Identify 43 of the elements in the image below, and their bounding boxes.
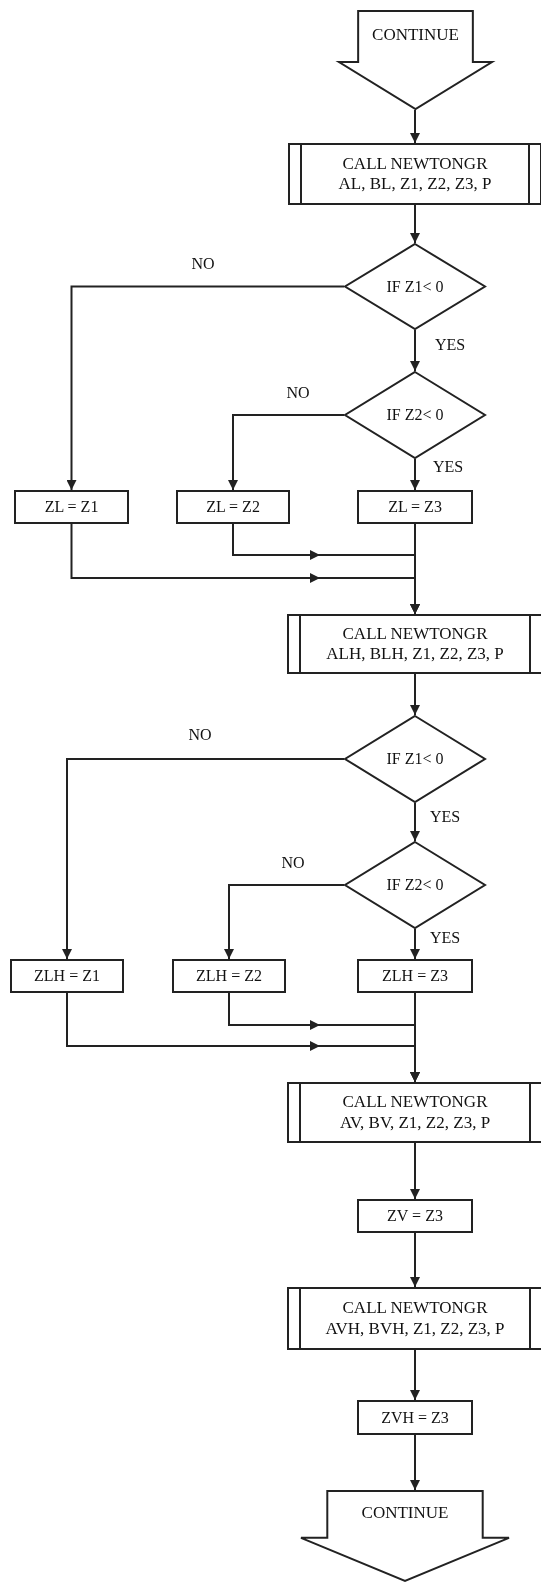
process-box: ZL = Z2 [176, 490, 290, 524]
predefined-process-box [287, 614, 541, 674]
predefined-process-box [288, 143, 541, 205]
process-text: CALL NEWTONGR [342, 623, 488, 644]
flow-arrow [410, 928, 420, 960]
predefined-process-box [287, 1082, 541, 1143]
flow-arrow [410, 1349, 420, 1401]
decision-text: IF Z2< 0 [386, 875, 444, 895]
flow-arrow [410, 329, 420, 372]
flow-arrow [410, 204, 420, 244]
flow-arrow [410, 1142, 420, 1200]
process-box: ZLH = Z3 [357, 959, 473, 993]
flow-arrow [62, 758, 345, 960]
process-box: ZL = Z1 [14, 490, 129, 524]
flow-arrow [66, 285, 345, 491]
flow-arrow [410, 1434, 420, 1491]
flow-arrow [228, 414, 345, 491]
flow-arrow [410, 673, 420, 716]
terminal-text: CONTINUE [360, 1502, 450, 1524]
process-text: AV, BV, Z1, Z2, Z3, P [339, 1112, 491, 1133]
process-text: AVH, BVH, Z1, Z2, Z3, P [325, 1318, 505, 1339]
process-text: CALL NEWTONGR [342, 1298, 488, 1319]
flow-arrow [70, 523, 420, 615]
decision-text: IF Z1< 0 [386, 276, 444, 297]
process-box: ZL = Z3 [357, 490, 473, 524]
flow-arrow [410, 1232, 420, 1288]
flow-arrow [224, 884, 345, 960]
flow-arrow [66, 992, 420, 1083]
process-text: ALH, BLH, Z1, Z2, Z3, P [326, 644, 504, 665]
process-box: ZV = Z3 [357, 1199, 473, 1233]
terminal-text: CONTINUE [371, 25, 460, 46]
flow-arrow [410, 458, 420, 491]
flow-arrow [410, 109, 420, 144]
process-box: ZVH = Z3 [357, 1400, 473, 1435]
flow-arrow [410, 802, 420, 842]
predefined-process-box [287, 1287, 541, 1350]
process-text: CALL NEWTONGR [342, 1092, 488, 1113]
process-text: CALL NEWTONGR [342, 153, 488, 174]
process-text: AL, BL, Z1, Z2, Z3, P [338, 174, 492, 195]
decision-text: IF Z1< 0 [386, 749, 444, 769]
decision-text: IF Z2< 0 [386, 405, 444, 425]
process-box: ZLH = Z2 [172, 959, 286, 993]
process-box: ZLH = Z1 [10, 959, 124, 993]
